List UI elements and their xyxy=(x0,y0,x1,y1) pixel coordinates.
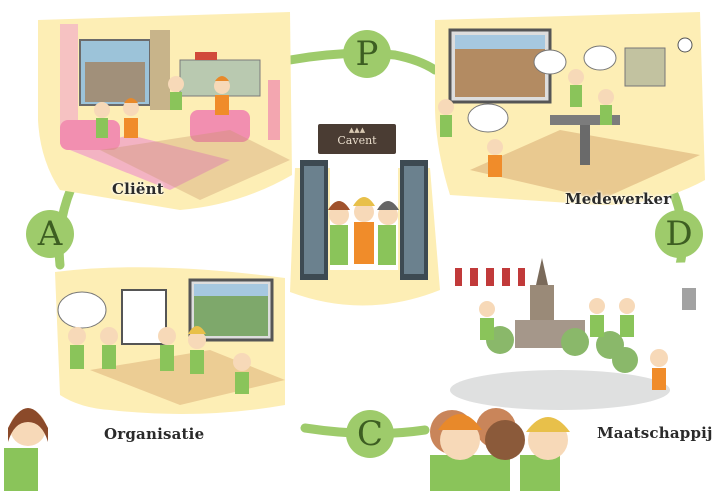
society-label: Maatschappij xyxy=(597,424,713,442)
organisation-scene xyxy=(4,267,285,491)
sign-crest-icon: ▲▲▲ xyxy=(348,126,366,134)
employee-scene xyxy=(435,12,705,205)
cycle-letter-plan[interactable]: P xyxy=(343,30,391,78)
sign-name: Cavent xyxy=(337,134,377,147)
organisation-label: Organisatie xyxy=(104,425,205,443)
client-scene xyxy=(38,12,292,210)
cycle-letter-check[interactable]: C xyxy=(346,410,394,458)
central-door xyxy=(290,160,440,306)
cavent-door-sign: ▲▲▲ Cavent xyxy=(318,124,396,154)
cycle-letter-act[interactable]: A xyxy=(26,210,74,258)
cycle-letter-do[interactable]: D xyxy=(655,210,703,258)
employee-label: Medewerker xyxy=(565,190,672,208)
client-label: Cliënt xyxy=(112,180,164,198)
society-scene xyxy=(430,258,712,491)
